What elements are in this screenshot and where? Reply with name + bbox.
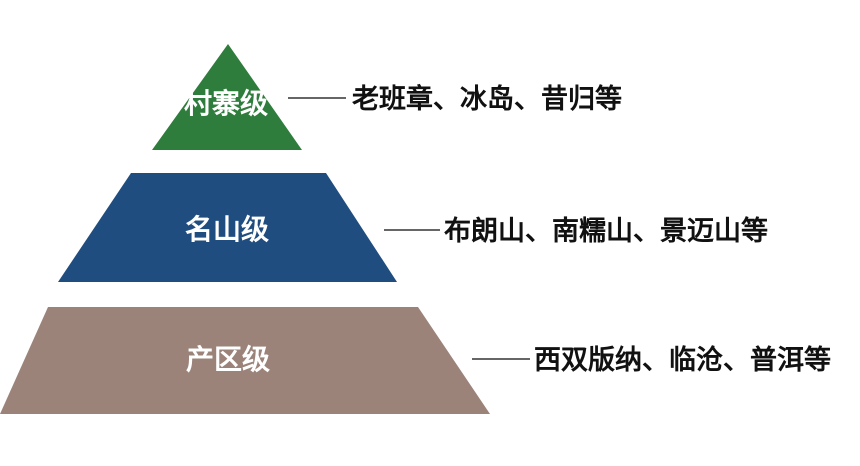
tier-region-shape (0, 307, 490, 414)
tier-region-description: 西双版纳、临沧、普洱等 (534, 344, 831, 376)
tier-mountain-label: 名山级 (185, 213, 269, 246)
tier-mountain-shape (58, 173, 397, 282)
tier-village: 村寨级 老班章、冰岛、昔归等 (152, 44, 622, 150)
tier-village-label: 村寨级 (184, 87, 268, 120)
tier-mountain-description: 布朗山、南糯山、景迈山等 (444, 215, 768, 247)
tier-village-description: 老班章、冰岛、昔归等 (352, 83, 622, 115)
tier-region-label: 产区级 (186, 343, 270, 376)
tier-village-shape (152, 44, 302, 150)
tier-region: 产区级 西双版纳、临沧、普洱等 (0, 307, 831, 414)
tier-mountain: 名山级 布朗山、南糯山、景迈山等 (58, 173, 768, 282)
